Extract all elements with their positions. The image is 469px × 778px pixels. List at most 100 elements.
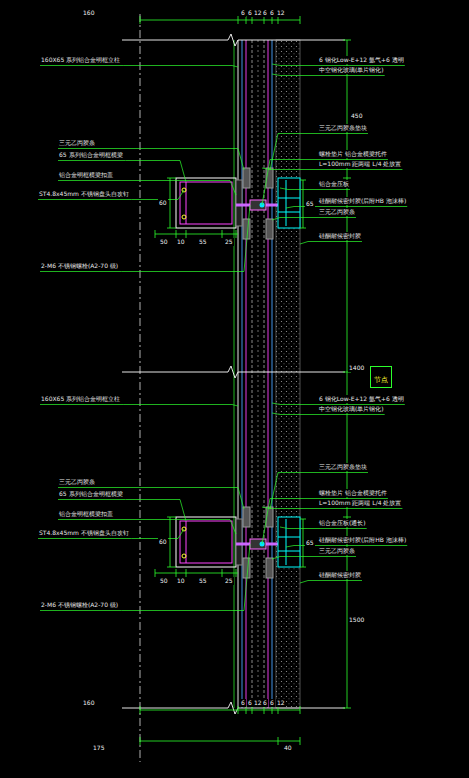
leader-line bbox=[58, 487, 98, 488]
callout-label: 硅酮耐候密封胶(后附HB 泡沫棒) bbox=[318, 197, 407, 205]
callout-label: 三元乙丙胶条垫块 bbox=[318, 463, 368, 471]
leader-line bbox=[318, 580, 362, 581]
dimension-text: 6 bbox=[240, 9, 246, 17]
leader-line bbox=[178, 190, 184, 200]
leader-line bbox=[308, 580, 318, 581]
leader-line bbox=[318, 217, 356, 218]
callout-label: 三元乙丙胶条 bbox=[58, 478, 96, 486]
dimension-text: 65 bbox=[305, 200, 315, 208]
leader-line bbox=[280, 527, 288, 529]
callout-label: 三元乙丙胶条 bbox=[58, 139, 96, 147]
leader-line bbox=[318, 169, 402, 170]
leader-line bbox=[38, 199, 132, 200]
dimension-text: 65 bbox=[305, 539, 315, 547]
callout-label: 三元乙丙胶条 bbox=[318, 208, 356, 216]
leader-line bbox=[270, 473, 278, 510]
callout-label: 螺栓垫片 铝合金横梁托件 bbox=[318, 150, 388, 158]
leader-line bbox=[280, 217, 318, 218]
leader-line bbox=[262, 507, 270, 509]
leader-line bbox=[132, 538, 178, 539]
dimension-text: 55 bbox=[198, 577, 208, 585]
leader-line bbox=[232, 66, 238, 68]
leader-line bbox=[238, 488, 244, 510]
dimension-text: 6 bbox=[262, 699, 268, 707]
dimension-text: 60 bbox=[158, 538, 168, 546]
leader-line bbox=[116, 519, 230, 520]
leader-line bbox=[98, 487, 238, 488]
callout-label: 160X65 系列铝合金明框立柱 bbox=[40, 56, 121, 64]
leader-line bbox=[230, 181, 236, 196]
leader-line bbox=[318, 75, 385, 76]
callout-label: 硅酮耐候密封胶 bbox=[318, 571, 362, 579]
leader-line bbox=[262, 499, 270, 545]
leader-line bbox=[278, 472, 318, 473]
leader-line bbox=[286, 546, 294, 548]
leader-line bbox=[280, 188, 288, 190]
leader-line bbox=[123, 404, 232, 405]
leader-line bbox=[58, 519, 116, 520]
leader-line bbox=[318, 133, 368, 134]
callout-label: 铝合金压板 bbox=[318, 180, 350, 188]
dimension-text: 6 bbox=[247, 699, 253, 707]
leader-line bbox=[318, 528, 367, 529]
dimension-text: 50 bbox=[159, 238, 169, 246]
dimension-text: 6 bbox=[247, 9, 253, 17]
leader-line bbox=[270, 159, 318, 160]
leader-line bbox=[300, 242, 308, 245]
callout-label: 铝合金明框横梁扣盖 bbox=[58, 171, 114, 179]
leader-line bbox=[58, 160, 126, 161]
leader-line bbox=[280, 65, 318, 66]
leader-line bbox=[280, 75, 318, 76]
leader-line bbox=[288, 528, 318, 529]
leader-line bbox=[272, 557, 280, 560]
dimension-text: 160 bbox=[82, 699, 95, 707]
leader-line bbox=[180, 500, 186, 522]
callout-label: 硅酮耐候密封胶(后附HB 泡沫棒) bbox=[318, 536, 407, 544]
leader-line bbox=[244, 205, 250, 272]
leader-line bbox=[123, 65, 232, 66]
dimension-text: 40 bbox=[283, 744, 293, 752]
leader-line bbox=[272, 413, 280, 415]
leader-line bbox=[318, 508, 402, 509]
leader-line bbox=[262, 160, 270, 206]
leader-line bbox=[58, 499, 126, 500]
leader-line bbox=[98, 148, 238, 149]
leader-line bbox=[280, 556, 318, 557]
leader-line bbox=[40, 271, 121, 272]
dimension-text: 12 bbox=[276, 9, 286, 17]
dimension-text: 25 bbox=[224, 238, 234, 246]
callout-label: 6 钢化Low-E+12 氩气+6 透明 bbox=[318, 56, 405, 64]
leader-line bbox=[121, 271, 244, 272]
leader-line bbox=[318, 241, 362, 242]
callout-label: 铝合金压板(通长) bbox=[318, 519, 367, 527]
detail-tag-box: 节点 bbox=[370, 366, 392, 388]
dimension-text: 10 bbox=[176, 577, 186, 585]
leader-line bbox=[238, 149, 244, 171]
leader-line bbox=[318, 545, 407, 546]
dimension-text: 450 bbox=[350, 112, 363, 120]
leader-line bbox=[272, 403, 280, 405]
dimension-text: 6 bbox=[240, 699, 246, 707]
leader-line bbox=[58, 180, 116, 181]
dimension-text: 6 bbox=[269, 9, 275, 17]
leader-line bbox=[126, 160, 180, 161]
leader-line bbox=[270, 508, 318, 509]
dimension-text: 1500 bbox=[348, 616, 365, 624]
callout-label: L=100mm 距两端 L/4 处放置 bbox=[318, 160, 402, 168]
dimension-text: 6 bbox=[269, 699, 275, 707]
callout-label: L=100mm 距两端 L/4 处放置 bbox=[318, 499, 402, 507]
leader-line bbox=[318, 206, 407, 207]
leader-line bbox=[178, 529, 184, 539]
leader-line bbox=[180, 161, 186, 183]
callout-label: 2-M6 不锈钢螺栓(A2-70 级) bbox=[40, 601, 119, 609]
callout-label: 2-M6 不锈钢螺栓(A2-70 级) bbox=[40, 262, 119, 270]
leader-line bbox=[272, 74, 280, 76]
leader-line bbox=[270, 134, 278, 171]
leader-line bbox=[232, 405, 238, 407]
callout-label: 65 系列铝合金明框横梁 bbox=[58, 151, 124, 159]
leader-line bbox=[288, 189, 318, 190]
callout-label: 螺栓垫片 铝合金横梁托件 bbox=[318, 489, 388, 497]
callout-label: 6 钢化Low-E+12 氩气+6 透明 bbox=[318, 395, 405, 403]
leader-line bbox=[132, 199, 178, 200]
leader-line bbox=[318, 556, 356, 557]
